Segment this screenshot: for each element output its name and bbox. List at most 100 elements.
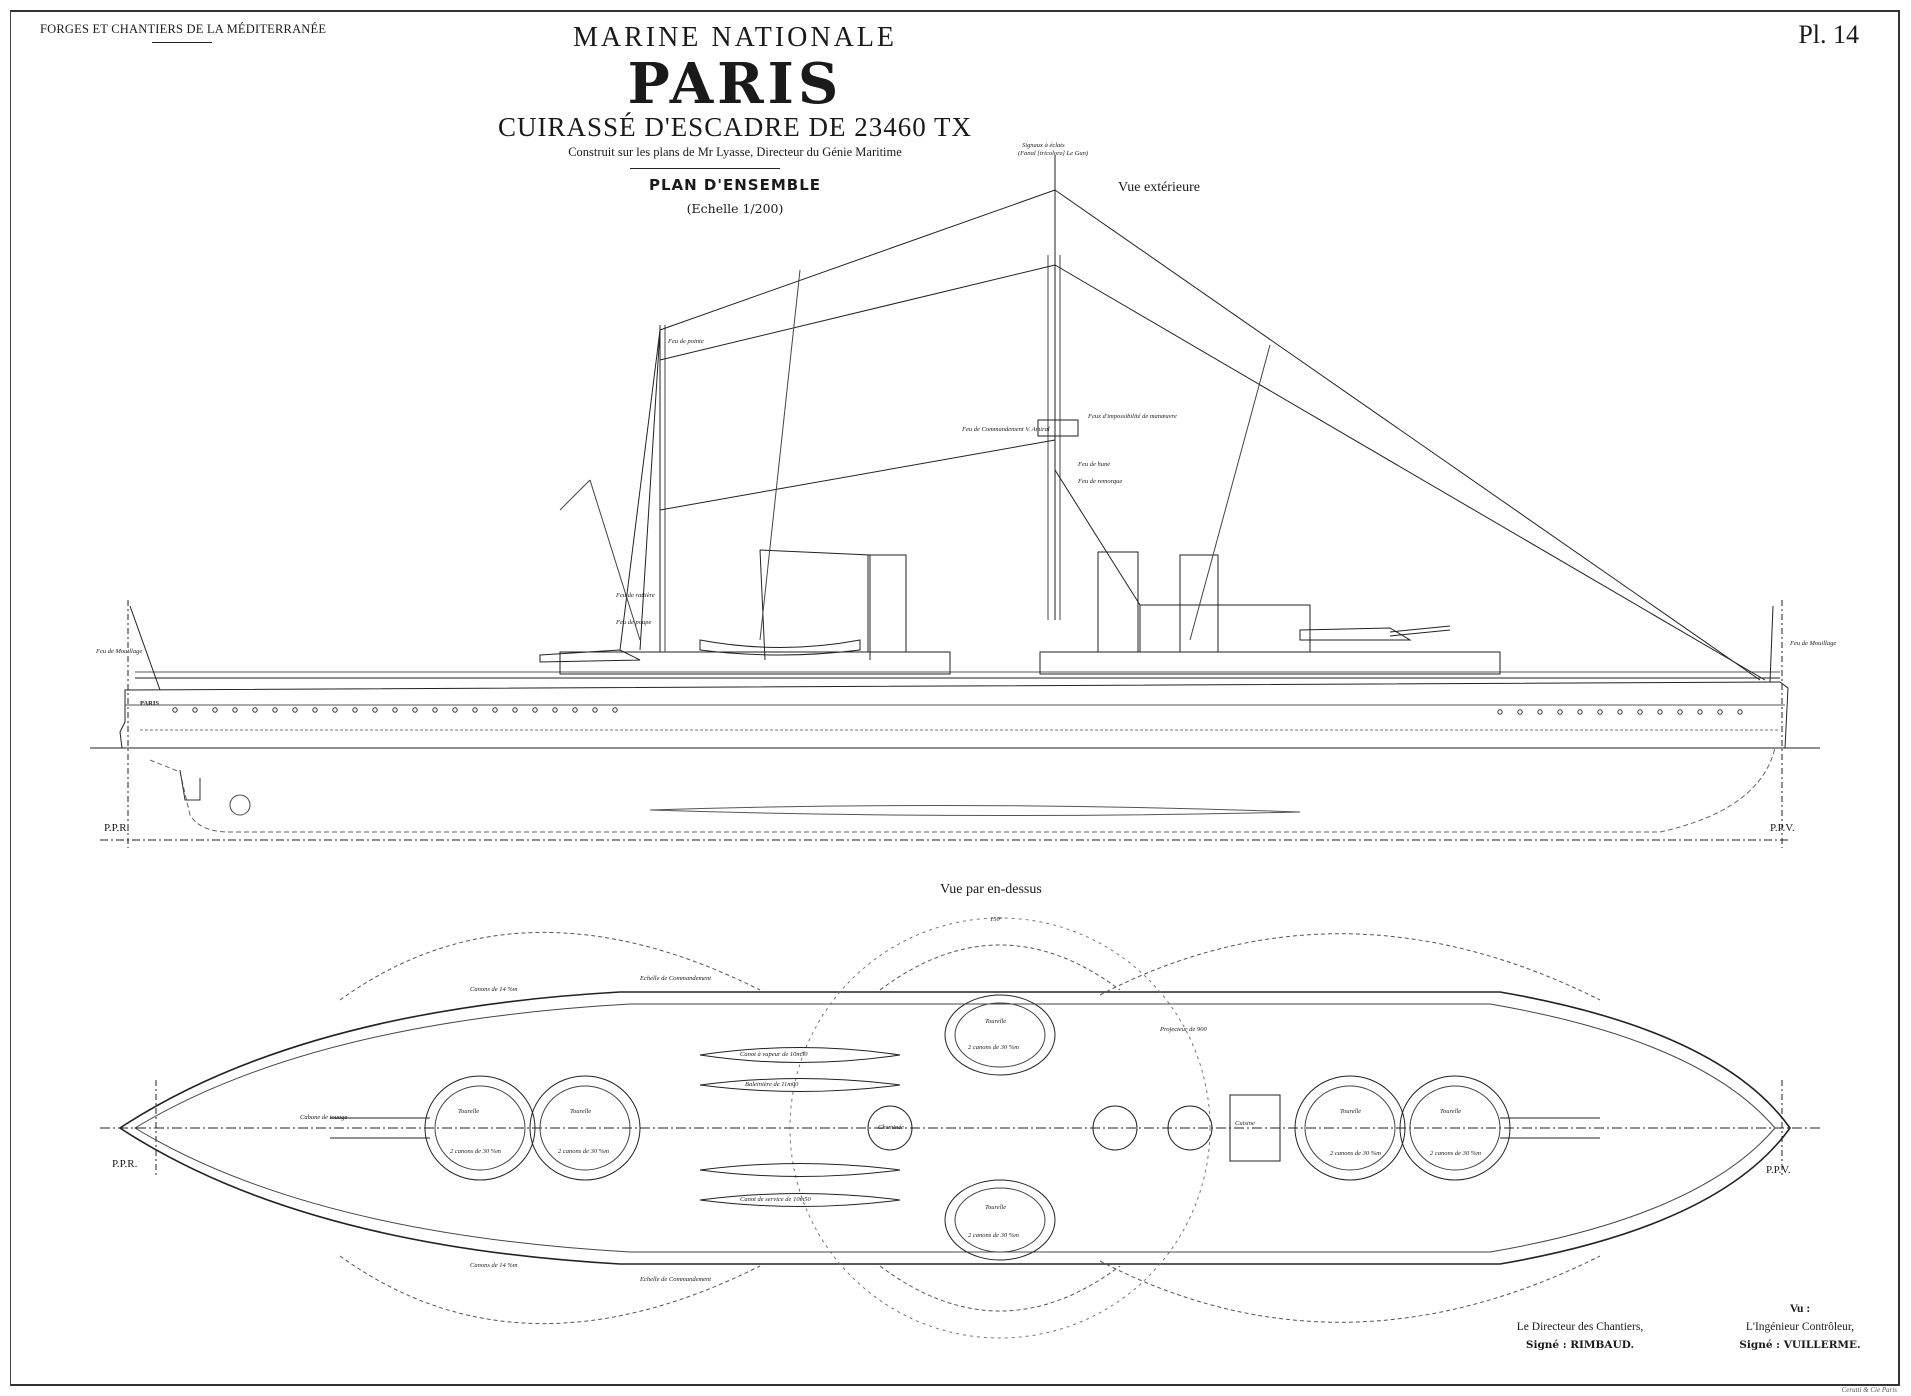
director-title: Le Directeur des Chantiers, bbox=[1516, 1321, 1644, 1333]
steam-launch-label: Canot à vapeur de 10m50 bbox=[740, 1051, 808, 1058]
printer-mark: Cerutti & Cie Paris bbox=[1841, 1386, 1897, 1394]
turret-6 bbox=[1400, 1076, 1510, 1180]
command-light-label: Feu de Commandement V. Amiral bbox=[962, 426, 1050, 433]
designer-note: Construit sur les plans de Mr Lyasse, Di… bbox=[568, 145, 902, 159]
stern-light-label: Feu de rattière bbox=[616, 592, 655, 599]
controller-signature: Vu : L'Ingénieur Contrôleur, Signé : VUI… bbox=[1720, 1300, 1880, 1354]
navy-title: MARINE NATIONALE bbox=[572, 22, 898, 53]
crane bbox=[760, 550, 870, 660]
top-aft-perpendicular-label: P.P.R. bbox=[112, 1158, 138, 1170]
turret-label-4: Tourelle bbox=[985, 1204, 1007, 1211]
manoeuvre-wire bbox=[660, 265, 1055, 360]
hull-upper bbox=[120, 682, 1788, 748]
controller-signed: Signé : VUILLERME. bbox=[1739, 1339, 1861, 1351]
funnel-top-1 bbox=[868, 1106, 912, 1150]
turret-3 bbox=[945, 995, 1055, 1075]
bridge bbox=[1140, 605, 1310, 652]
turret-label-2: Tourelle bbox=[570, 1108, 592, 1115]
galley-label: Cuisine bbox=[1235, 1120, 1255, 1127]
ship-name: PARIS bbox=[627, 51, 843, 117]
top-view-title: Vue par en-dessus bbox=[940, 882, 1042, 897]
turret-guns-label: 2 canons de 30 %m bbox=[450, 1148, 501, 1155]
funnel-top-3 bbox=[1168, 1106, 1212, 1150]
side-view bbox=[90, 155, 1820, 848]
funnel-3 bbox=[1180, 555, 1218, 652]
exterior-view-title: Vue extérieure bbox=[1118, 180, 1200, 195]
whaleboat-label: Baleinière de 11m00 bbox=[745, 1081, 799, 1088]
service-boat-label: Canot de service de 10m50 bbox=[740, 1196, 811, 1203]
director-signed: Signé : RIMBAUD. bbox=[1525, 1339, 1635, 1351]
plate-number: Pl. 14 bbox=[1798, 20, 1859, 49]
tow-light-label: Feu de remorque bbox=[1078, 478, 1123, 485]
top-light-label: Feu de hune bbox=[1078, 461, 1111, 468]
turret-guns-label-6: 2 canons de 30 %m bbox=[1430, 1150, 1481, 1157]
controller-seen: Vu : bbox=[1789, 1303, 1811, 1315]
turret-fore bbox=[1300, 628, 1410, 640]
masthead-signals-label: Signaux à éclats bbox=[1022, 142, 1065, 149]
top-fore-perpendicular-label: P.P.V. bbox=[1766, 1164, 1791, 1176]
propeller bbox=[230, 795, 250, 815]
anchor-light-aft-label: Feu de Mouillage bbox=[96, 648, 143, 655]
shipyard-underline bbox=[152, 42, 212, 43]
searchlight-label: Projecteur de 900 bbox=[1160, 1026, 1207, 1033]
command-ladder-label-2: Echelle de Commandement bbox=[640, 1276, 712, 1283]
turret-label: Tourelle bbox=[458, 1108, 480, 1115]
turret-4 bbox=[945, 1180, 1055, 1260]
shipyard-name: FORGES ET CHANTIERS DE LA MÉDITERRANÉE bbox=[40, 22, 327, 36]
hull-underwater bbox=[150, 748, 1775, 832]
drawing-border bbox=[10, 10, 1900, 1386]
peak-light-label: Feu de pointe bbox=[668, 338, 704, 345]
boat bbox=[700, 640, 860, 655]
aft-superstructure bbox=[560, 652, 950, 674]
turret-2 bbox=[530, 1076, 640, 1180]
secondary-gun-label: Canons de 14 %m bbox=[470, 986, 518, 993]
fighting-top bbox=[1038, 420, 1078, 436]
portholes bbox=[173, 708, 1742, 714]
fore-stay-2 bbox=[1055, 265, 1765, 680]
fore-perpendicular-label: P.P.V. bbox=[1770, 822, 1795, 834]
funnel-1 bbox=[868, 555, 906, 652]
masthead-sub-label: (Fanal [tricolore] Le Gun) bbox=[1018, 150, 1088, 157]
arc-degrees-label: 150° bbox=[990, 916, 1003, 923]
funnel-top-2 bbox=[1093, 1106, 1137, 1150]
title-divider bbox=[630, 168, 780, 169]
secondary-gun-label-2: Canons de 14 %m bbox=[470, 1262, 518, 1269]
plan-scale: (Echelle 1/200) bbox=[686, 201, 784, 216]
tow-cabin-label: Cabane de touage bbox=[300, 1114, 348, 1121]
director-signature: Le Directeur des Chantiers, Signé : RIMB… bbox=[1490, 1318, 1670, 1354]
bilge-keel bbox=[650, 805, 1300, 815]
turret-guns-label-5: 2 canons de 30 %m bbox=[1330, 1150, 1381, 1157]
boat-top bbox=[700, 1048, 900, 1063]
turret-1 bbox=[425, 1076, 535, 1180]
bridge-top bbox=[1230, 1095, 1280, 1161]
turret-aft bbox=[540, 650, 640, 662]
command-ladder-label: Echelle de Commandement bbox=[640, 975, 712, 982]
turret-guns-label-2: 2 canons de 30 %m bbox=[558, 1148, 609, 1155]
tsf-antenna bbox=[660, 190, 1055, 330]
turret-guns-label-4: 2 canons de 30 %m bbox=[968, 1232, 1019, 1239]
turret-label-6: Tourelle bbox=[1440, 1108, 1462, 1115]
turret-label-3: Tourelle bbox=[985, 1018, 1007, 1025]
firing-arc bbox=[340, 932, 760, 1000]
impossibility-light-label: Feux d'impossibilité de manœuvre bbox=[1088, 413, 1177, 420]
fore-superstructure bbox=[1040, 652, 1500, 674]
deck-outline bbox=[120, 992, 1790, 1264]
turret-label-5: Tourelle bbox=[1340, 1108, 1362, 1115]
ship-type: CUIRASSÉ D'ESCADRE DE 23460 TX bbox=[498, 112, 972, 142]
ensign-staff bbox=[130, 606, 160, 690]
jack-staff bbox=[1770, 606, 1773, 682]
turret-guns-label-3: 2 canons de 30 %m bbox=[968, 1044, 1019, 1051]
hull-name-label: PARIS bbox=[140, 700, 160, 707]
funnel-label: Cheminée bbox=[878, 1124, 904, 1131]
controller-title: L'Ingénieur Contrôleur, bbox=[1745, 1321, 1855, 1333]
rudder bbox=[180, 770, 200, 800]
top-view bbox=[100, 918, 1820, 1338]
anchor-light-fore-label: Feu de Mouillage bbox=[1790, 640, 1837, 647]
deck-inner bbox=[135, 1004, 1775, 1252]
aft-perpendicular-label: P.P.R. bbox=[104, 822, 130, 834]
wake-light-label: Feu de poupe bbox=[616, 619, 652, 626]
fore-stay-1 bbox=[1055, 190, 1760, 680]
turret-5 bbox=[1295, 1076, 1405, 1180]
plan-title: PLAN D'ENSEMBLE bbox=[649, 176, 821, 194]
